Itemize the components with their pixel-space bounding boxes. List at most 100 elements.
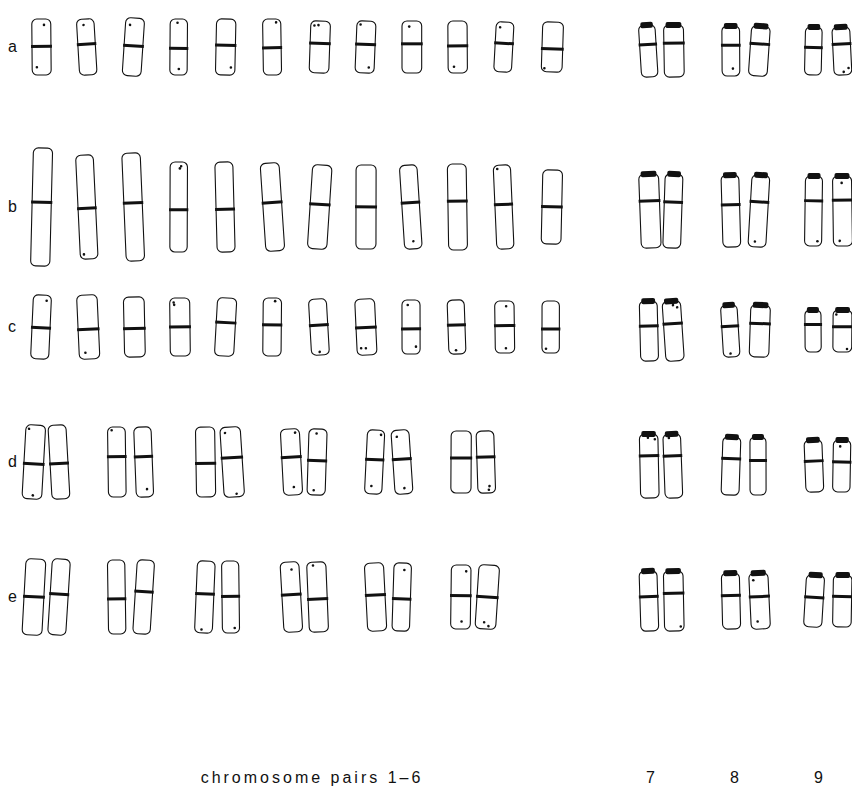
heterochromatin-dot [146,488,149,491]
chromosome-outline [639,301,658,361]
chromosome-outline [749,573,771,630]
chromosome [76,295,101,360]
heterochromatin-dot [293,486,296,489]
chromosome-outline [280,562,303,633]
satellite-knob [665,431,679,437]
heterochromatin-dot [172,301,175,304]
chromosome [721,23,741,76]
centromere-band [281,455,302,459]
centromere-band [832,198,852,201]
heterochromatin-dot [488,485,491,488]
centromere-band [541,328,560,331]
chromosome [221,561,241,633]
heterochromatin-dot [180,165,183,168]
chromosome [747,22,771,76]
chromosome-outline [748,175,770,248]
centromere-band [365,458,384,462]
chromosome [279,561,304,632]
chromosome-outline [32,19,51,75]
heterochromatin-dot [403,487,406,490]
centromere-band [401,42,423,45]
chromosome [638,431,660,498]
centromere-band [215,44,236,47]
heterochromatin-dot [455,349,458,352]
centromere-band [639,595,659,599]
chromosome [75,155,99,260]
centromere-band [447,44,468,47]
heterochromatin-dot [317,24,320,27]
chromosome-outline [663,434,683,499]
heterochromatin-dot [729,352,732,355]
centromere-band [169,208,188,211]
chromosome-outline [664,25,685,77]
row-label: d [8,454,17,470]
chromosome [21,424,47,499]
chromosome-outline [805,176,823,246]
satellite-knob [641,431,656,437]
chromosome [306,562,330,633]
chromosome-outline [222,561,240,633]
chromosome-outline [451,431,471,493]
row-label: a [8,39,17,55]
centromere-band [721,203,741,207]
satellite-knob [665,568,681,574]
chromosome-outline [48,559,71,636]
heterochromatin-dot [313,24,316,27]
centromere-band [832,595,852,598]
centromere-band [450,594,472,597]
satellite-knob [807,307,819,313]
heterochromatin-dot [412,240,415,243]
satellite-knob [641,171,657,178]
satellite-knob [835,572,850,578]
chromosome [637,21,659,77]
chromosome [308,21,331,74]
chromosome-outline [447,164,467,250]
chromosome-outline [48,425,70,500]
chromosome [662,568,685,631]
chromosome-outline [662,300,684,361]
satellite-knob [641,568,655,574]
chromosome-outline [122,17,145,76]
heterochromatin-dot [230,66,233,69]
centromere-band [134,590,153,594]
heterochromatin-dot [365,347,368,350]
centromere-band [365,593,386,597]
centromere-band [749,42,770,46]
centromere-band [195,462,216,465]
chromosome-outline [122,153,145,262]
chromosome-outline [447,300,466,355]
centromere-band [749,595,770,599]
centromere-band [662,321,683,325]
satellite-knob [806,437,820,444]
heterochromatin-dot [359,23,362,26]
centromere-band [123,327,146,330]
heterochromatin-dot [406,304,409,307]
chromosome [719,301,741,357]
chromosome [474,564,501,629]
heterochromatin-dot [460,620,463,623]
chromosome-outline [308,299,329,356]
centromere-band [221,595,240,598]
chromosome [194,427,216,497]
chromosome [214,19,237,75]
satellite-knob [751,570,766,577]
centromere-band [639,324,659,327]
chromosome-outline [833,440,851,492]
chromosome [447,21,469,73]
centromere-band [663,41,685,44]
centromere-band [77,42,97,46]
centromere-band [77,206,97,210]
chromosome [832,572,852,627]
chromosome-outline [494,22,514,73]
centromere-band [721,457,741,461]
centromere-band [447,199,468,202]
chromosome [475,431,497,494]
chromosome [493,22,515,73]
chromosome [831,173,852,246]
centromere-band [541,205,563,208]
heterochromatin-dot [465,570,468,573]
heterochromatin-dot [200,628,203,631]
chromosome [747,171,771,247]
chromosome-outline [392,563,412,632]
